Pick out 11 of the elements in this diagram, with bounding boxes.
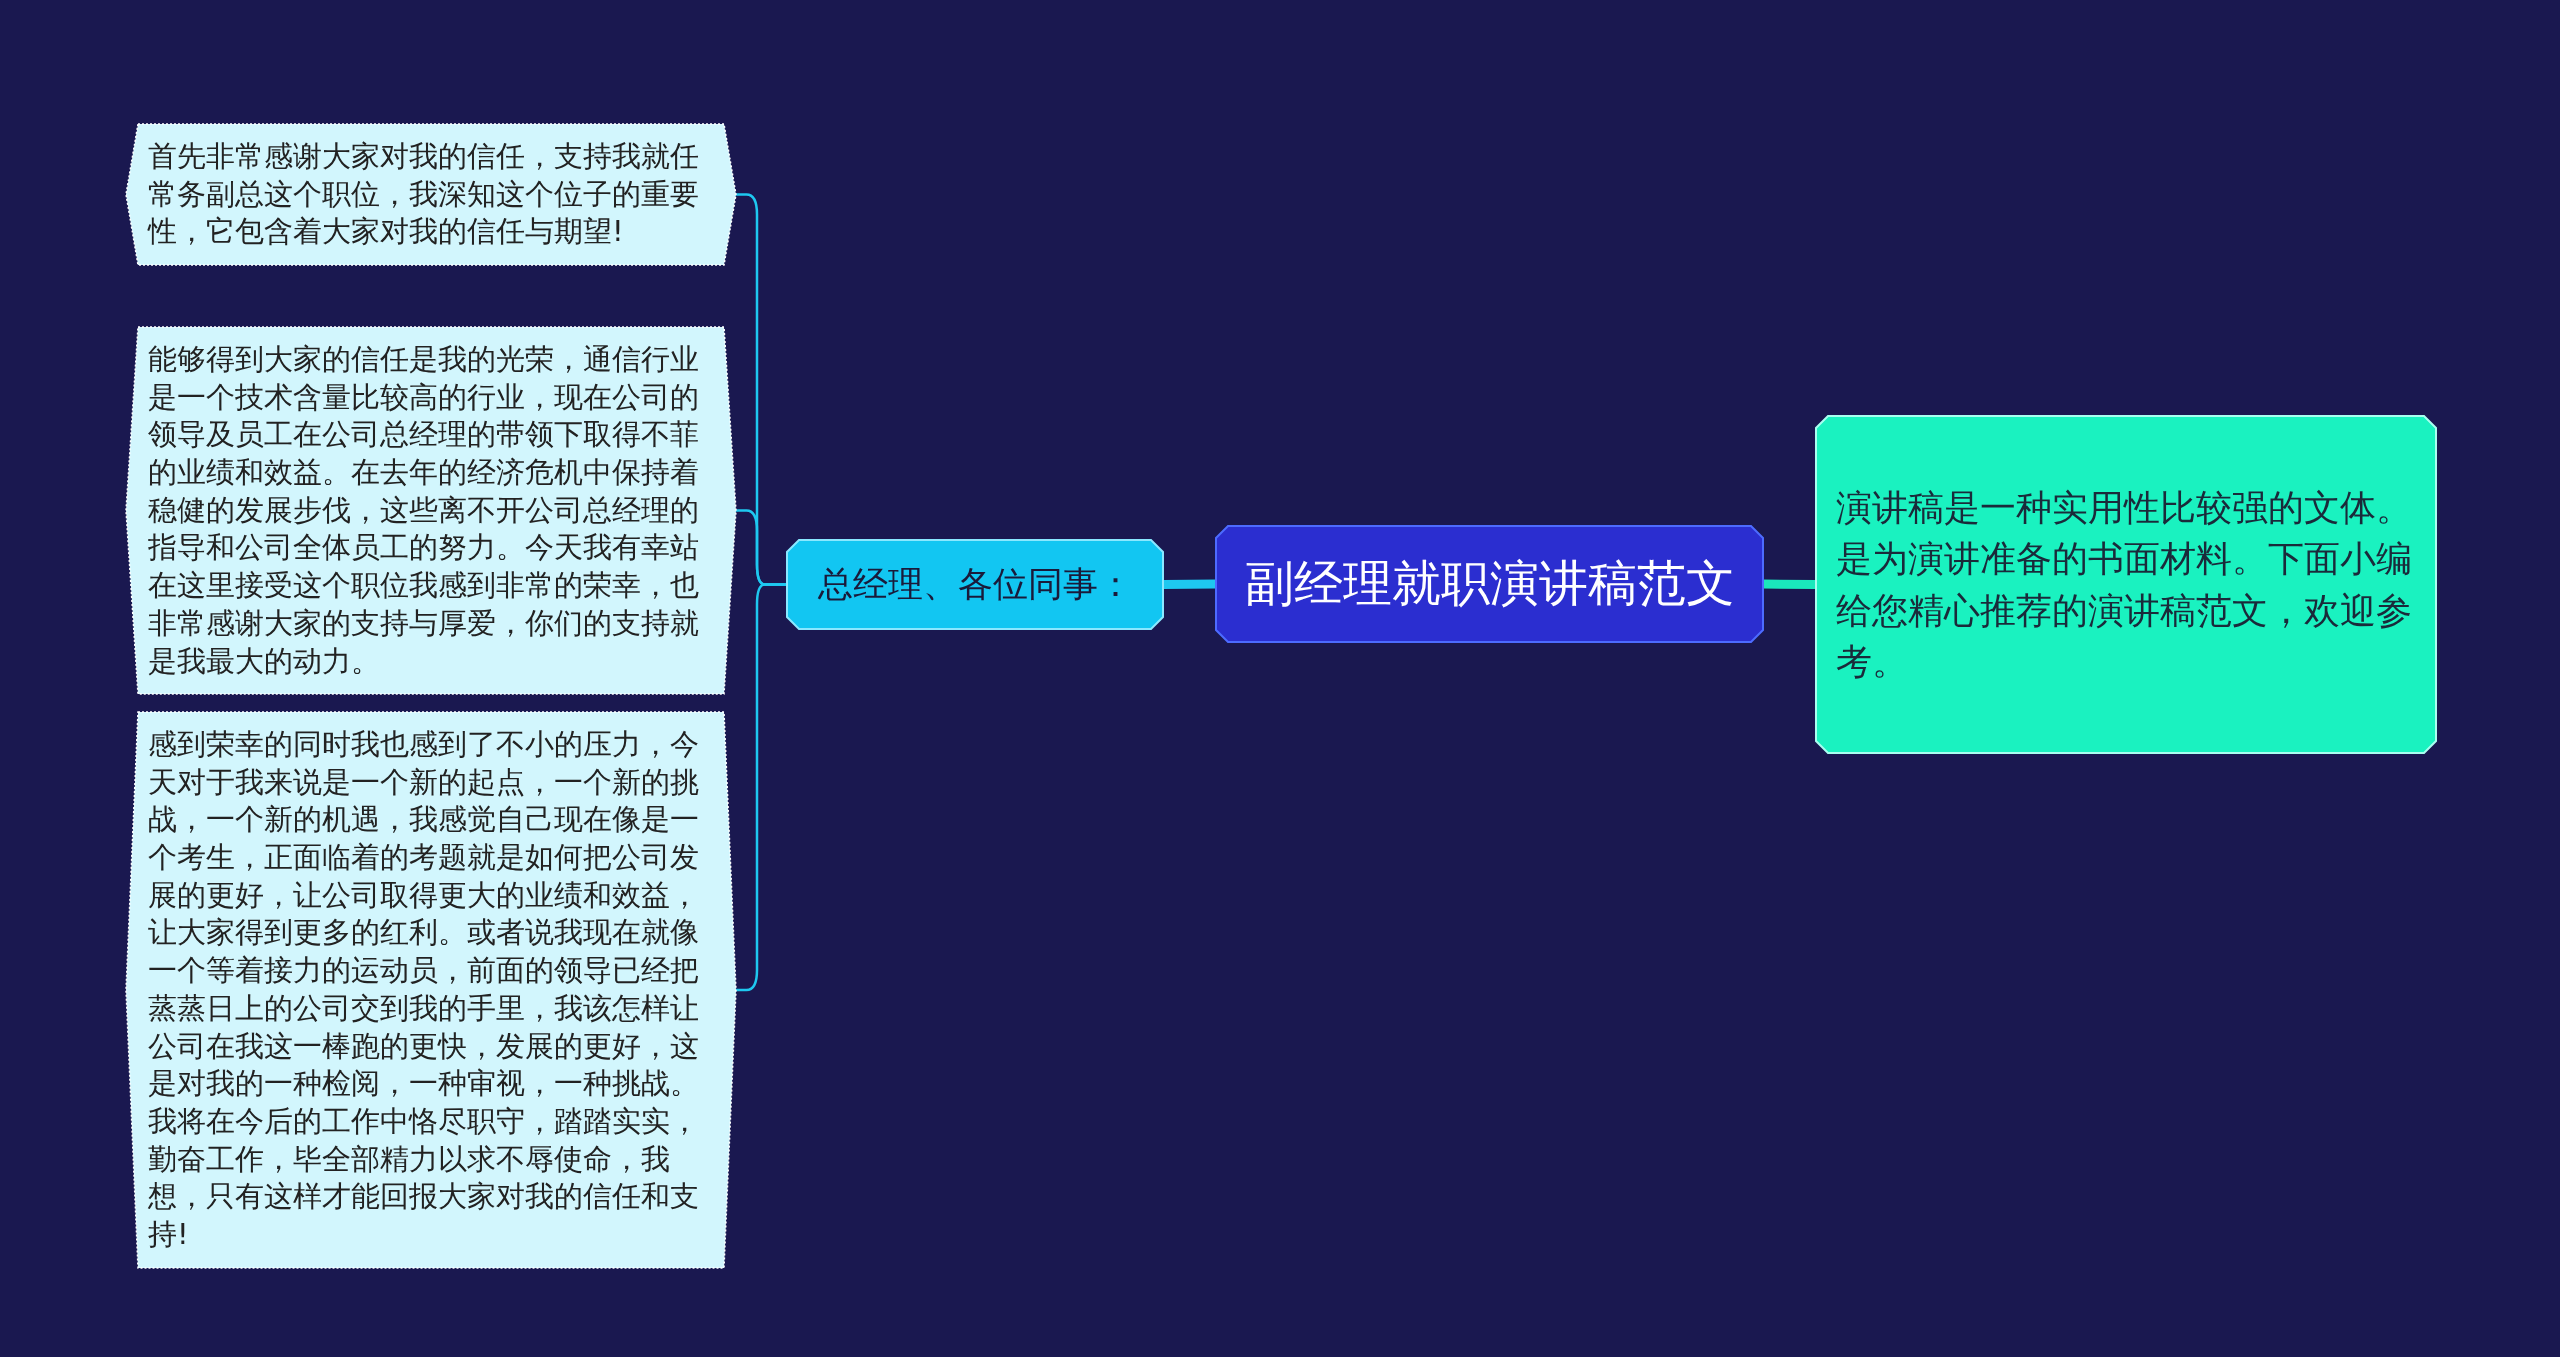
note-box — [1816, 416, 2436, 753]
node-text: 感到荣幸的同时我也感到了不小的压力，今天对于我来说是一个新的起点，一个新的挑战，一个新的机遇，我感觉自己现在像是一个考生，正面临着的考题就是如何把公司发展的更好，让公司取得更大的业绩和效益，让大家得到更多的红利。或者说我现在就像一个等着接力的运动员，前面的领导已经把蒸蒸日上的公司交到我的手里，我该怎样让公司在我这一棒跑的更快，发展的更好，这是对我的一种检阅，一种审视，一种挑战。我将在今后的工作中恪尽职守，踏踏实实，勤奋工作，毕全部精力以求不辱使命，我想，只有这样才能回报大家对我的信任和支持! — [148, 726, 700, 1253]
topic-text: 副经理就职演讲稿范文 — [1244, 554, 1735, 615]
topic-box — [1216, 526, 1763, 642]
paragraph-box — [126, 124, 736, 266]
paragraph-box — [126, 327, 736, 695]
node-text: 首先非常感谢大家对我的信任，支持我就任常务副总这个职位，我深知这个位子的重要性，它包含着大家对我的信任与期望! — [148, 138, 700, 251]
branch-box — [787, 540, 1163, 629]
node-text: 总经理、各位同事： — [817, 562, 1133, 606]
node-text: 能够得到大家的信任是我的光荣，通信行业是一个技术含量比较高的行业，现在公司的领导及员工在公司总经理的带领下取得不菲的业绩和效益。在去年的经济危机中保持着稳健的发展步伐，这些离不开公司总经理的指导和公司全体员工的努力。今天我有幸站在这里接受这个职位我感到非常的荣幸，也非常感谢大家的支持与厚爱，你们的支持就是我最大的动力。 — [148, 341, 700, 680]
node-text: 演讲稿是一种实用性比较强的文体。是为演讲准备的书面材料。下面小编给您精心推荐的演讲稿范文，欢迎参考。 — [1836, 486, 2413, 684]
